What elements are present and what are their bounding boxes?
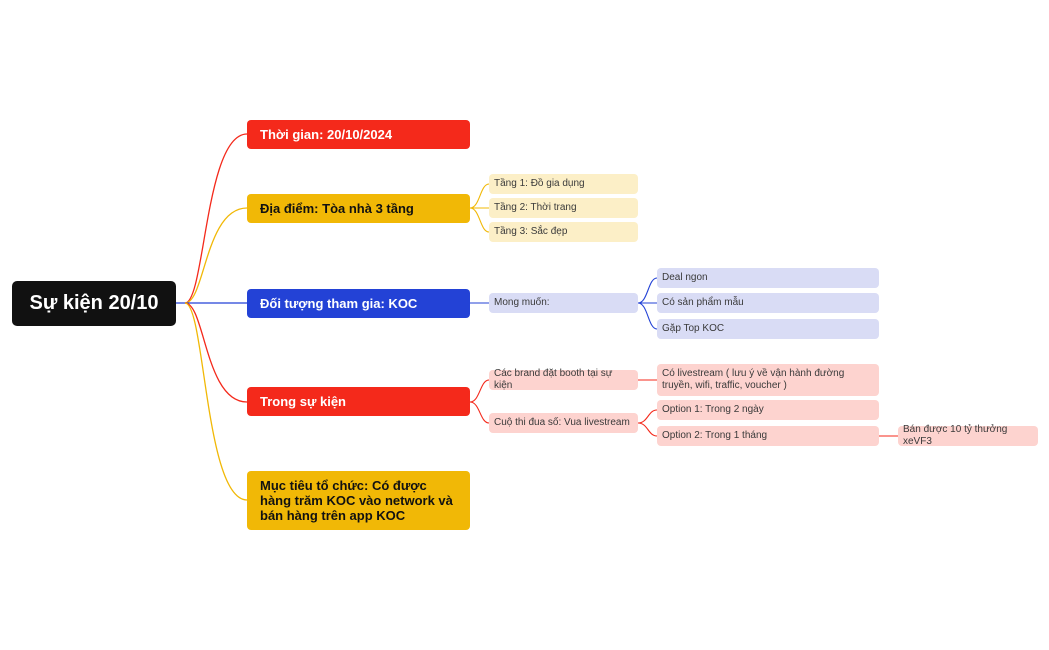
brands-livestream-note[interactable]: Có livestream ( lưu ý về vận hành đường …: [657, 364, 879, 396]
branch-time[interactable]: Thời gian: 20/10/2024: [247, 120, 470, 149]
event-brands-label: Các brand đặt booth tại sự kiện: [494, 368, 613, 391]
branch-location[interactable]: Địa điểm: Tòa nhà 3 tầng: [247, 194, 470, 223]
branch-audience-label: Đối tượng tham gia: KOC: [260, 296, 418, 311]
location-floor-2-label: Tầng 2: Thời trang: [494, 202, 577, 213]
contest-option-2[interactable]: Option 2: Trong 1 tháng: [657, 426, 879, 446]
location-floor-2[interactable]: Tầng 2: Thời trang: [489, 198, 638, 218]
root-label: Sự kiện 20/10: [29, 292, 159, 314]
audience-wish[interactable]: Mong muốn:: [489, 293, 638, 313]
link-wish-item1: [637, 277, 658, 304]
contest-option-1-label: Option 1: Trong 2 ngày: [662, 404, 764, 415]
link-location-floor3: [469, 207, 490, 233]
event-brands[interactable]: Các brand đặt booth tại sự kiện: [489, 368, 638, 391]
link-event-brands: [469, 379, 490, 403]
location-floor-1[interactable]: Tầng 1: Đồ gia dụng: [489, 174, 638, 194]
wish-item-sample-label: Có sản phẩm mẫu: [662, 297, 744, 308]
link-root-time: [184, 133, 248, 304]
wish-item-topkoc[interactable]: Gặp Top KOC: [657, 319, 879, 339]
wish-item-topkoc-label: Gặp Top KOC: [662, 323, 725, 334]
contest-option-1[interactable]: Option 1: Trong 2 ngày: [657, 400, 879, 420]
wish-item-deal-label: Deal ngon: [662, 272, 708, 283]
branch-time-label: Thời gian: 20/10/2024: [260, 127, 393, 142]
event-contest[interactable]: Cuộ thi đua số: Vua livestream: [489, 413, 638, 433]
contest-option-2-label: Option 2: Trong 1 tháng: [662, 430, 768, 441]
link-root-goal: [184, 302, 248, 501]
link-location-floor1: [469, 183, 490, 209]
branch-event[interactable]: Trong sự kiện: [247, 387, 470, 416]
link-root-event: [184, 302, 248, 403]
option-2-result[interactable]: Bán được 10 tỷ thưởng xeVF3: [898, 424, 1038, 447]
brands-livestream-note-label: Có livestream ( lưu ý về vận hành đường …: [662, 368, 845, 391]
branch-goal[interactable]: Mục tiêu tổ chức: Có được hàng trăm KOC …: [247, 471, 470, 530]
link-wish-item3: [637, 302, 658, 330]
option-2-result-label: Bán được 10 tỷ thưởng xeVF3: [903, 424, 1008, 447]
audience-wish-label: Mong muốn:: [494, 297, 550, 308]
link-contest-option1: [637, 409, 658, 424]
wish-item-deal[interactable]: Deal ngon: [657, 268, 879, 288]
root-node[interactable]: Sự kiện 20/10: [12, 281, 176, 326]
location-floor-3-label: Tầng 3: Sắc đẹp: [494, 226, 568, 237]
event-contest-label: Cuộ thi đua số: Vua livestream: [494, 417, 630, 428]
wish-item-sample[interactable]: Có sản phẩm mẫu: [657, 293, 879, 313]
location-floor-1-label: Tầng 1: Đồ gia dụng: [494, 178, 585, 189]
branch-audience[interactable]: Đối tượng tham gia: KOC: [247, 289, 470, 318]
branch-event-label: Trong sự kiện: [260, 394, 346, 409]
link-event-contest: [469, 401, 490, 424]
link-contest-option2: [637, 422, 658, 437]
location-floor-3[interactable]: Tầng 3: Sắc đẹp: [489, 222, 638, 242]
branch-goal-label: Mục tiêu tổ chức: Có được hàng trăm KOC …: [260, 478, 453, 523]
branch-location-label: Địa điểm: Tòa nhà 3 tầng: [260, 201, 414, 216]
link-root-location: [184, 207, 248, 304]
